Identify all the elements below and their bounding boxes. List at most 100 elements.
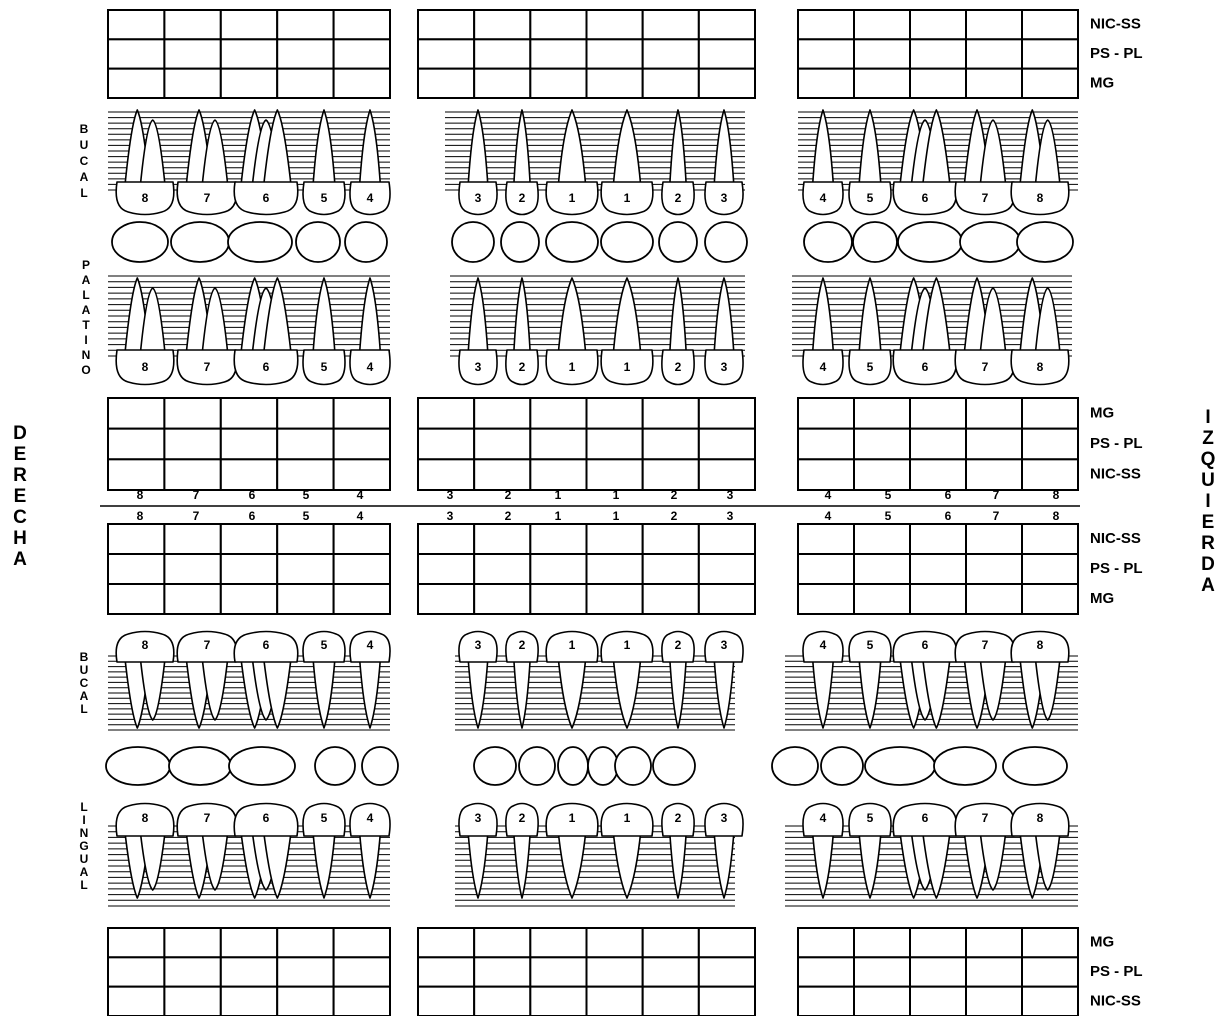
measurement-cell[interactable] <box>334 584 390 614</box>
measurement-cell[interactable] <box>798 928 854 957</box>
measurement-cell[interactable] <box>474 957 530 986</box>
measurement-cell[interactable] <box>334 928 390 957</box>
measurement-cell[interactable] <box>966 928 1022 957</box>
measurement-cell[interactable] <box>910 987 966 1016</box>
measurement-cell[interactable] <box>418 928 474 957</box>
measurement-cell[interactable] <box>1022 398 1078 429</box>
measurement-cell[interactable] <box>277 524 333 554</box>
measurement-cell[interactable] <box>164 584 220 614</box>
measurement-cell[interactable] <box>277 928 333 957</box>
measurement-cell[interactable] <box>699 459 755 490</box>
measurement-cell[interactable] <box>587 398 643 429</box>
measurement-cell[interactable] <box>587 524 643 554</box>
measurement-cell[interactable] <box>530 524 586 554</box>
measurement-cell[interactable] <box>164 398 220 429</box>
measurement-cell[interactable] <box>643 459 699 490</box>
measurement-cell[interactable] <box>587 429 643 460</box>
measurement-cell[interactable] <box>418 957 474 986</box>
measurement-cell[interactable] <box>699 429 755 460</box>
measurement-cell[interactable] <box>164 459 220 490</box>
measurement-cell[interactable] <box>334 39 390 68</box>
measurement-cell[interactable] <box>221 554 277 584</box>
measurement-cell[interactable] <box>530 987 586 1016</box>
measurement-cell[interactable] <box>798 459 854 490</box>
measurement-cell[interactable] <box>699 69 755 98</box>
measurement-cell[interactable] <box>530 459 586 490</box>
measurement-cell[interactable] <box>108 10 164 39</box>
measurement-cell[interactable] <box>643 987 699 1016</box>
measurement-cell[interactable] <box>334 10 390 39</box>
measurement-cell[interactable] <box>474 584 530 614</box>
measurement-cell[interactable] <box>587 459 643 490</box>
measurement-cell[interactable] <box>474 987 530 1016</box>
measurement-cell[interactable] <box>587 928 643 957</box>
measurement-cell[interactable] <box>966 987 1022 1016</box>
measurement-cell[interactable] <box>587 584 643 614</box>
measurement-cell[interactable] <box>643 554 699 584</box>
measurement-cell[interactable] <box>798 39 854 68</box>
measurement-cell[interactable] <box>854 10 910 39</box>
measurement-cell[interactable] <box>1022 429 1078 460</box>
measurement-cell[interactable] <box>108 987 164 1016</box>
measurement-cell[interactable] <box>221 69 277 98</box>
measurement-cell[interactable] <box>587 10 643 39</box>
measurement-cell[interactable] <box>854 39 910 68</box>
measurement-cell[interactable] <box>798 10 854 39</box>
measurement-cell[interactable] <box>277 584 333 614</box>
measurement-cell[interactable] <box>221 524 277 554</box>
measurement-cell[interactable] <box>854 957 910 986</box>
measurement-cell[interactable] <box>699 554 755 584</box>
measurement-cell[interactable] <box>334 69 390 98</box>
measurement-cell[interactable] <box>277 957 333 986</box>
measurement-cell[interactable] <box>910 524 966 554</box>
measurement-cell[interactable] <box>966 584 1022 614</box>
measurement-cell[interactable] <box>221 928 277 957</box>
measurement-cell[interactable] <box>164 554 220 584</box>
measurement-cell[interactable] <box>798 429 854 460</box>
measurement-cell[interactable] <box>221 39 277 68</box>
measurement-cell[interactable] <box>108 524 164 554</box>
measurement-cell[interactable] <box>1022 554 1078 584</box>
measurement-cell[interactable] <box>1022 69 1078 98</box>
measurement-cell[interactable] <box>277 554 333 584</box>
measurement-cell[interactable] <box>474 398 530 429</box>
measurement-cell[interactable] <box>643 524 699 554</box>
measurement-cell[interactable] <box>798 398 854 429</box>
measurement-cell[interactable] <box>221 987 277 1016</box>
measurement-cell[interactable] <box>530 928 586 957</box>
measurement-cell[interactable] <box>910 584 966 614</box>
measurement-cell[interactable] <box>418 429 474 460</box>
measurement-cell[interactable] <box>699 584 755 614</box>
measurement-cell[interactable] <box>334 459 390 490</box>
measurement-cell[interactable] <box>854 429 910 460</box>
measurement-cell[interactable] <box>587 957 643 986</box>
measurement-cell[interactable] <box>699 987 755 1016</box>
measurement-cell[interactable] <box>334 398 390 429</box>
measurement-cell[interactable] <box>474 69 530 98</box>
measurement-cell[interactable] <box>966 10 1022 39</box>
measurement-cell[interactable] <box>587 554 643 584</box>
measurement-cell[interactable] <box>854 398 910 429</box>
measurement-cell[interactable] <box>1022 39 1078 68</box>
measurement-cell[interactable] <box>418 69 474 98</box>
measurement-cell[interactable] <box>798 554 854 584</box>
measurement-cell[interactable] <box>798 584 854 614</box>
measurement-cell[interactable] <box>108 554 164 584</box>
measurement-cell[interactable] <box>699 928 755 957</box>
measurement-cell[interactable] <box>530 398 586 429</box>
measurement-cell[interactable] <box>221 957 277 986</box>
measurement-cell[interactable] <box>334 554 390 584</box>
measurement-cell[interactable] <box>966 39 1022 68</box>
measurement-cell[interactable] <box>418 554 474 584</box>
measurement-cell[interactable] <box>798 957 854 986</box>
measurement-cell[interactable] <box>643 957 699 986</box>
measurement-cell[interactable] <box>699 39 755 68</box>
measurement-cell[interactable] <box>474 459 530 490</box>
measurement-cell[interactable] <box>334 957 390 986</box>
measurement-cell[interactable] <box>854 524 910 554</box>
measurement-cell[interactable] <box>164 928 220 957</box>
measurement-cell[interactable] <box>966 459 1022 490</box>
measurement-cell[interactable] <box>910 459 966 490</box>
measurement-cell[interactable] <box>221 459 277 490</box>
measurement-cell[interactable] <box>699 957 755 986</box>
